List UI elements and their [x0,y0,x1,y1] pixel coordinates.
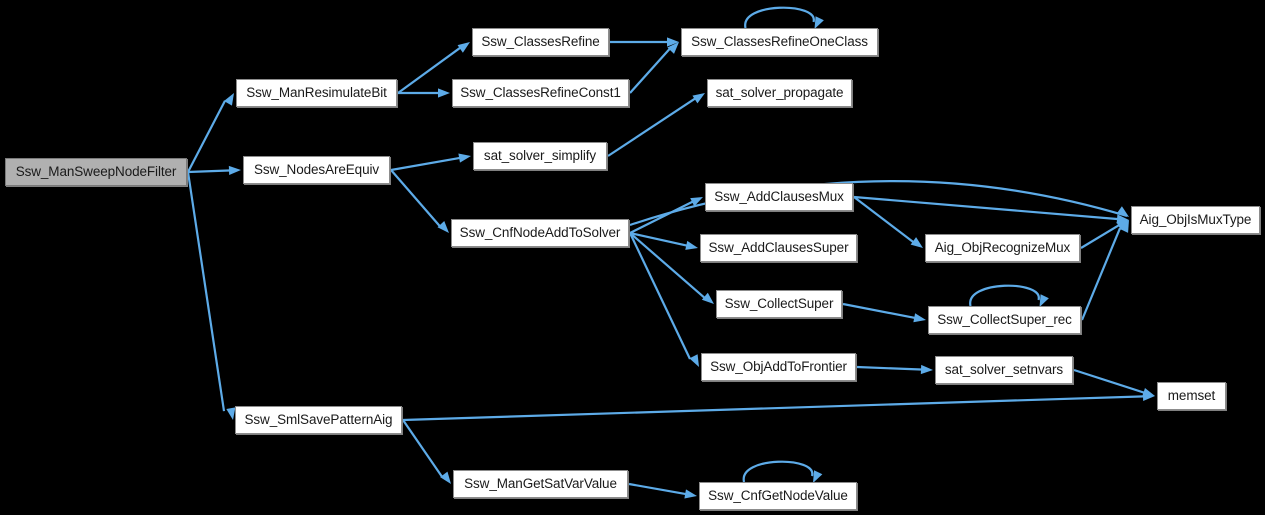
graph-node-ClassesRefineConst1[interactable]: Ssw_ClassesRefineConst1 [452,79,629,107]
graph-node-CollectSuperRec[interactable]: Ssw_CollectSuper_rec [928,306,1081,334]
graph-node-label: Ssw_NodesAreEquiv [253,162,380,178]
graph-node-ClassesRefineOneClass[interactable]: Ssw_ClassesRefineOneClass [681,28,878,56]
graph-node-satPropagate[interactable]: sat_solver_propagate [707,79,852,107]
graph-node-ManResimulateBit[interactable]: Ssw_ManResimulateBit [236,79,397,107]
graph-node-label: Ssw_CollectSuper_rec [937,312,1072,328]
graph-node-NodesAreEquiv[interactable]: Ssw_NodesAreEquiv [243,156,390,184]
graph-node-CnfNodeAddToSolver[interactable]: Ssw_CnfNodeAddToSolver [451,219,629,247]
graph-node-ClassesRefine[interactable]: Ssw_ClassesRefine [472,28,609,56]
graph-node-label: Ssw_ManSweepNodeFilter [15,164,177,180]
graph-node-memset[interactable]: memset [1157,382,1226,410]
graph-node-label: Ssw_ClassesRefineConst1 [460,85,621,101]
graph-node-label: Ssw_AddClausesMux [714,189,844,205]
graph-node-label: Ssw_ObjAddToFrontier [710,359,847,375]
graph-node-label: Ssw_CnfGetNodeValue [708,488,848,504]
graph-node-SmlSavePatternAig[interactable]: Ssw_SmlSavePatternAig [235,406,402,434]
graph-node-label: Ssw_CnfNodeAddToSolver [459,225,621,241]
graph-node-label: Aig_ObjIsMuxType [1139,212,1252,228]
graph-node-ManSweepNodeFilter[interactable]: Ssw_ManSweepNodeFilter [5,158,187,186]
graph-node-ManGetSatVarValue[interactable]: Ssw_ManGetSatVarValue [453,470,628,498]
graph-node-label: sat_solver_setnvars [944,362,1064,378]
graph-node-ObjRecognizeMux[interactable]: Aig_ObjRecognizeMux [925,234,1080,262]
graph-node-satSetnvars[interactable]: sat_solver_setnvars [935,356,1073,384]
graph-node-CnfGetNodeValue[interactable]: Ssw_CnfGetNodeValue [699,482,857,510]
graph-node-label: sat_solver_simplify [483,148,597,164]
graph-node-AddClausesSuper[interactable]: Ssw_AddClausesSuper [700,234,857,262]
graph-node-label: Ssw_ClassesRefine [481,34,600,50]
graph-node-AddClausesMux[interactable]: Ssw_AddClausesMux [705,183,853,211]
graph-node-label: Ssw_CollectSuper [724,296,834,312]
graph-node-label: Ssw_SmlSavePatternAig [244,412,393,428]
graph-node-ObjIsMuxType[interactable]: Aig_ObjIsMuxType [1131,206,1260,234]
graph-node-label: Ssw_ManGetSatVarValue [464,476,617,492]
graph-node-label: sat_solver_propagate [715,85,844,101]
graph-node-label: Ssw_ClassesRefineOneClass [691,34,868,50]
graph-node-satSimplify[interactable]: sat_solver_simplify [473,142,607,170]
graph-node-label: Ssw_ManResimulateBit [246,85,387,101]
graph-node-label: memset [1167,388,1216,404]
graph-node-CollectSuper[interactable]: Ssw_CollectSuper [716,290,842,318]
graph-node-ObjAddToFrontier[interactable]: Ssw_ObjAddToFrontier [701,353,856,381]
graph-node-label: Ssw_AddClausesSuper [708,240,849,256]
graph-node-label: Aig_ObjRecognizeMux [934,240,1071,256]
